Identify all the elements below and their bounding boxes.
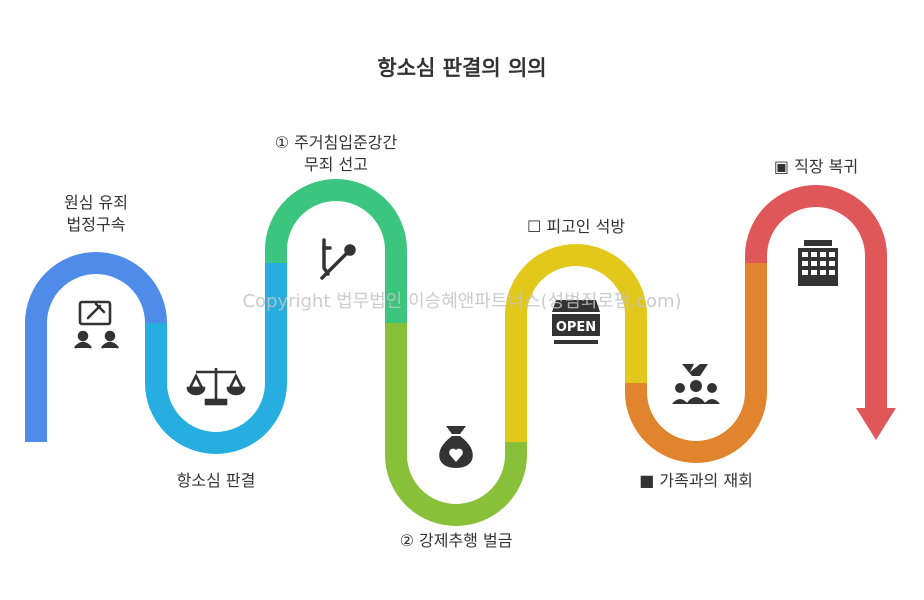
stage-label-7: ▣ 직장 복귀: [773, 157, 859, 176]
family-reunion-icon: [672, 364, 720, 404]
arrow-head: [856, 408, 896, 440]
path-segment-7: [745, 185, 887, 410]
money-bag-icon: [439, 426, 473, 468]
stage-label-2: 항소심 판결: [176, 471, 256, 490]
path-segment-2: [145, 263, 287, 454]
path-segment-5: [505, 244, 647, 442]
diagram-title: 항소심 판결의 의의: [377, 56, 547, 80]
stage-label-6: ■ 가족과의 재회: [639, 471, 753, 490]
svg-text:OPEN: OPEN: [556, 320, 596, 335]
path-segment-3: [265, 179, 407, 323]
path-segment-1: [25, 252, 167, 442]
watermark: Copyright 법무법인 이승혜앤파트너스(성범죄로펌.com): [242, 291, 682, 312]
office-building-icon: [798, 240, 838, 286]
courtroom-gavel-icon: [73, 300, 120, 349]
balance-scale-icon: [186, 368, 246, 406]
stage-label-5: ☐ 피고인 석방: [526, 217, 626, 236]
path-segment-6: [625, 263, 767, 463]
open-sign-icon: OPEN: [552, 300, 600, 344]
path-segment-4: [385, 323, 527, 526]
stage-label-4: ② 강제추행 벌금: [399, 531, 513, 550]
key-icon: [320, 238, 356, 280]
